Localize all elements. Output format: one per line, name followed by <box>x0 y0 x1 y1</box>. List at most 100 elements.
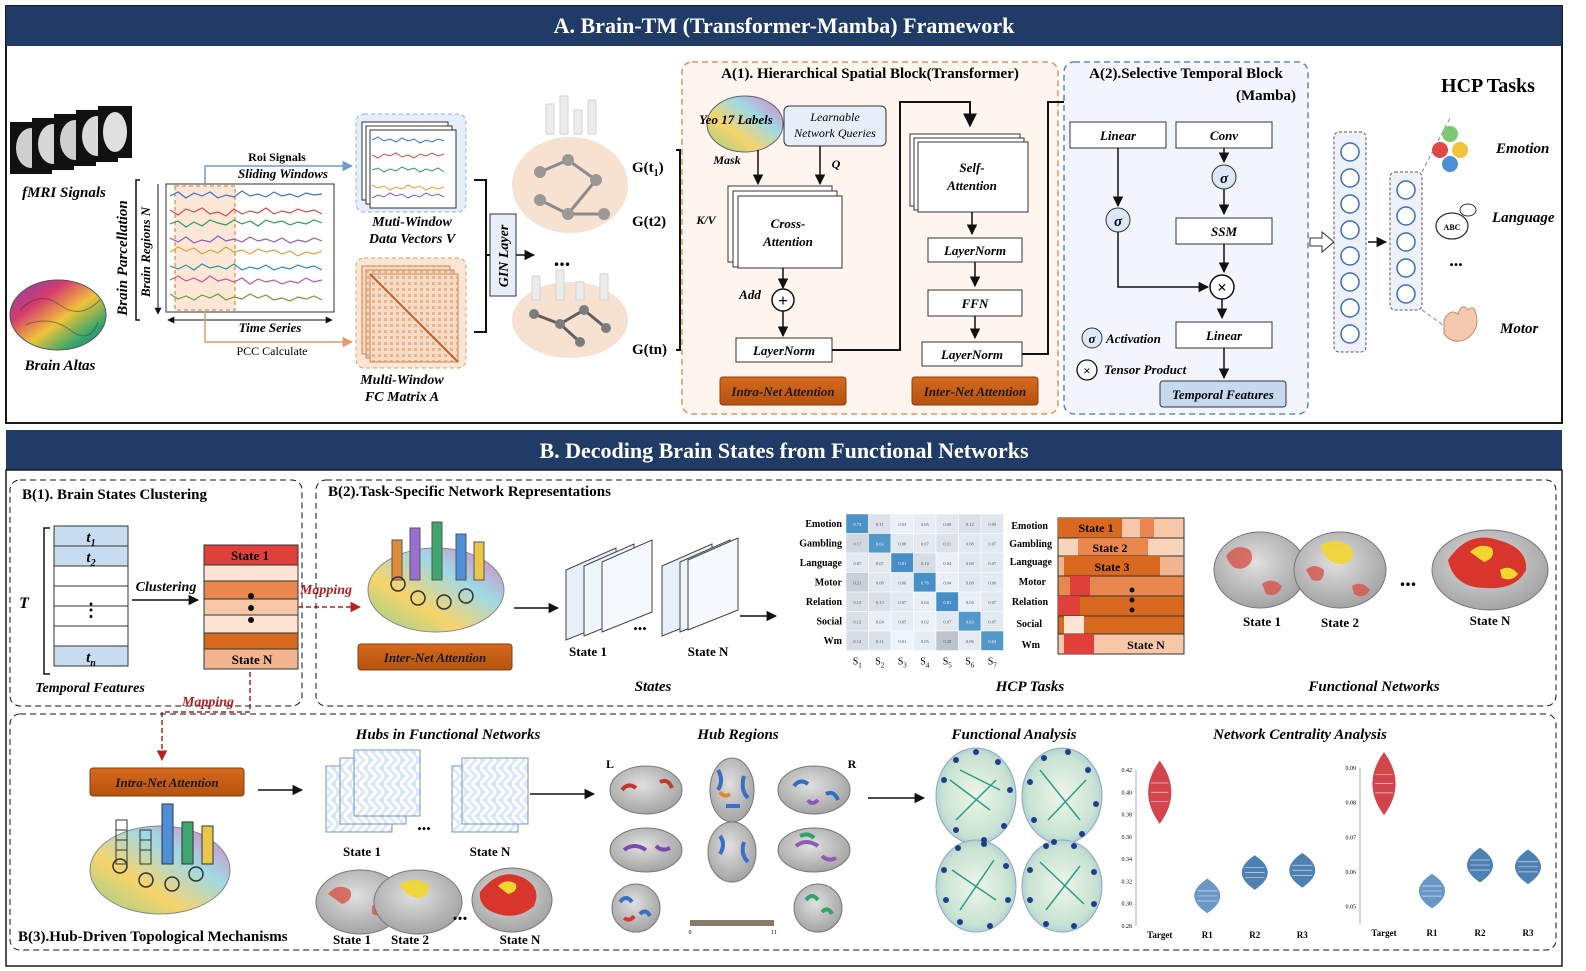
states-ellipsis: ... <box>633 614 647 634</box>
heatmap-cell-value: 0.08 <box>966 541 975 546</box>
colorbar-max: 11 <box>771 930 777 936</box>
b2-attention-brain <box>367 521 505 633</box>
heatmap-cell-value: 0.12 <box>966 522 974 527</box>
data-vectors-stack <box>355 113 467 213</box>
violin-category-label: R2 <box>1249 930 1260 940</box>
tensor-legend-icon <box>1076 359 1098 381</box>
sigma-linear-symbol: σ <box>1114 214 1123 230</box>
layernorm2-label: LayerNorm <box>943 243 1006 258</box>
graph-brain-1 <box>512 95 628 233</box>
colorbar-min: 0 <box>689 930 692 936</box>
heatmap-cell-value: 0.03 <box>898 522 907 527</box>
yeo-brain <box>706 95 784 153</box>
fc-matrix-stack <box>355 257 467 369</box>
bars-task-relation: Relation <box>1012 597 1049 608</box>
queries-box <box>783 105 887 147</box>
hubs-stateN: State N <box>470 844 511 859</box>
heatmap-cell-value: 0.07 <box>853 561 862 566</box>
sigma-conv-symbol: σ <box>1220 171 1229 187</box>
times-symbol: × <box>1217 278 1227 297</box>
bars-state2: State 2 <box>1093 541 1128 555</box>
violin-y-tick: 0.09 <box>1346 766 1357 772</box>
heatmap-cell-value: 0.07 <box>988 541 997 546</box>
intra-attention-label: Intra-Net Attention <box>730 384 834 399</box>
centrality-title: Network Centrality Analysis <box>1212 727 1387 743</box>
heatmap-col-label: S3 <box>898 657 908 670</box>
b1-title: B(1). Brain States Clustering <box>22 487 207 503</box>
fn-brain-1 <box>1213 531 1307 609</box>
layernorm3-label: LayerNorm <box>940 347 1003 362</box>
state-matrices <box>565 537 739 641</box>
linear1-box <box>1069 121 1167 149</box>
heatmap-cell-value: 0.08 <box>966 580 975 585</box>
heatmap-cell-value: 0.07 <box>898 600 907 605</box>
gin-layer-box <box>489 213 517 297</box>
spatial-title: A(1). Hierarchical Spatial Block(Transfo… <box>721 66 1019 82</box>
hubs-state1: State 1 <box>343 844 381 859</box>
gin-label: GIN Layer <box>497 224 512 287</box>
tensor-legend-times: × <box>1083 363 1090 378</box>
t-vdots: ⋮ <box>82 600 100 620</box>
atlas-label: Brain Altas <box>24 358 96 374</box>
heatmap-cell-value: 0.13 <box>853 600 862 605</box>
heatmap-cell-value: 0.08 <box>943 522 952 527</box>
hubs-title: Hubs in Functional Networks <box>355 727 541 743</box>
mapping1-label: Mapping <box>299 583 352 598</box>
bars-state1: State 1 <box>1079 521 1114 535</box>
heatmap-cell-value: 0.07 <box>921 541 930 546</box>
intra-attention-box <box>719 376 847 406</box>
heatmap-cell-value: 0.28 <box>943 639 952 644</box>
heatmap-cell-value: 0.12 <box>853 619 861 624</box>
heatmap-cell-value: 0.02 <box>921 619 929 624</box>
violin-y-tick: 0.40 <box>1122 790 1133 796</box>
hub-brains-row <box>315 867 553 935</box>
heatmap-caption: HCP Tasks <box>995 679 1065 695</box>
heatmap-cell-value: 0.05 <box>921 522 930 527</box>
g1-label: G(t1) <box>632 160 664 179</box>
heatmap-cell-value: 0.78 <box>921 580 930 585</box>
features-column <box>1333 131 1367 353</box>
violin-y-tick: 0.07 <box>1346 835 1357 841</box>
heatmap-cell-value: 0.63 <box>988 639 997 644</box>
language-icon: ABC <box>1435 203 1477 240</box>
fn-stateN: State N <box>1470 613 1511 628</box>
classifier-neurons <box>1396 180 1416 304</box>
left-label: L <box>606 757 614 771</box>
ffn-box <box>927 289 1023 317</box>
layernorm2-box <box>927 237 1023 263</box>
ssm-label: SSM <box>1211 224 1237 239</box>
activation-label: Activation <box>1105 331 1161 346</box>
fn-state2: State 2 <box>1321 615 1359 630</box>
queries-line1: Learnable <box>809 110 860 124</box>
heatmap-col-label: S6 <box>965 657 975 670</box>
temporal-features-box <box>1159 380 1287 408</box>
bars-task-gambling: Gambling <box>1009 539 1052 550</box>
ssm-box <box>1175 217 1273 245</box>
heatmap-row-label: Social <box>816 617 842 628</box>
heatmap-col-label: S1 <box>853 657 863 670</box>
heatmap-cell-value: 0.11 <box>876 522 884 527</box>
violin-y-tick: 0.36 <box>1122 835 1133 841</box>
activation-legend-icon <box>1081 327 1103 349</box>
layernorm1-label: LayerNorm <box>752 343 815 358</box>
hub-state2: State 2 <box>391 932 429 947</box>
b1-stateN-label: State N <box>232 652 273 667</box>
data-vectors-line1: Muti-Window <box>371 215 452 230</box>
violin-category-label: R1 <box>1427 928 1438 938</box>
section-b: B. Decoding Brain States from Functional… <box>5 430 1563 967</box>
fn-state1: State 1 <box>1243 614 1281 629</box>
hub-ellipsis: ... <box>453 903 468 925</box>
bars-task-emotion: Emotion <box>1011 521 1048 532</box>
layernorm3-box <box>921 341 1023 367</box>
bars-stateN: State N <box>1127 638 1165 652</box>
violin-y-tick: 0.28 <box>1122 924 1133 930</box>
b2-title: B(2).Task-Specific Network Representatio… <box>328 484 611 500</box>
heatmap-row-label: Language <box>800 558 843 569</box>
heatmap-col-label: S4 <box>920 657 930 670</box>
conv-label: Conv <box>1210 128 1238 143</box>
task-motor-label: Motor <box>1499 321 1539 337</box>
plus-symbol: + <box>778 291 788 310</box>
heatmap-row-label: Relation <box>806 597 843 608</box>
queries-line2: Network Queries <box>793 126 876 140</box>
